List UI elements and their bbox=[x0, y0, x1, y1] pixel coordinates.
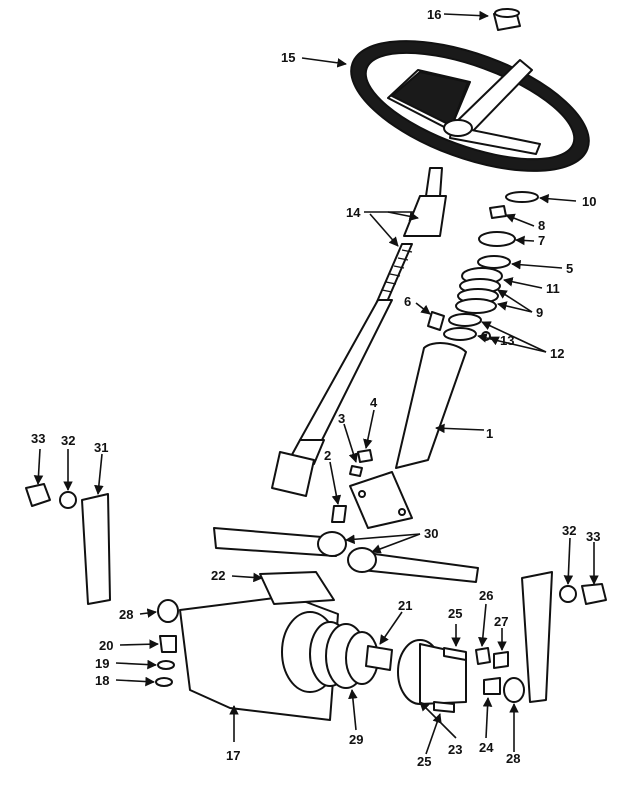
part-nut-column bbox=[357, 449, 373, 463]
part-side-cover bbox=[397, 639, 467, 705]
part-drop-arm-right bbox=[521, 571, 553, 703]
callout-16: 16 bbox=[427, 7, 441, 22]
part-bolt-column bbox=[349, 465, 363, 477]
callout-14: 14 bbox=[346, 205, 361, 220]
part-nut-small bbox=[489, 205, 507, 219]
callout-8: 8 bbox=[538, 218, 545, 233]
part-bolt-housing bbox=[159, 635, 177, 653]
part-washer-left bbox=[59, 491, 77, 509]
callout-18: 18 bbox=[95, 673, 109, 688]
callout-26: 26 bbox=[479, 588, 493, 603]
part-drop-arm-left bbox=[81, 493, 111, 605]
callout-21: 21 bbox=[398, 598, 412, 613]
part-stud-upper bbox=[443, 647, 467, 661]
callout-2: 2 bbox=[324, 448, 331, 463]
callout-28-left: 28 bbox=[119, 607, 133, 622]
callout-11: 11 bbox=[546, 281, 560, 296]
callout-25-lower: 25 bbox=[417, 754, 431, 769]
part-steering-wheel bbox=[350, 40, 590, 172]
callout-31: 31 bbox=[94, 440, 108, 455]
callout-33-right: 33 bbox=[586, 529, 600, 544]
part-cap bbox=[493, 8, 521, 31]
part-bearing-race bbox=[477, 255, 511, 269]
part-steering-column bbox=[349, 342, 467, 529]
callout-22: 22 bbox=[211, 568, 225, 583]
callout-4: 4 bbox=[370, 395, 378, 410]
part-bush bbox=[483, 677, 501, 695]
callout-32-right: 32 bbox=[562, 523, 576, 538]
part-pin bbox=[331, 505, 347, 523]
part-bushing-right bbox=[503, 677, 525, 703]
part-shaft-end bbox=[365, 645, 393, 671]
callout-33-left: 33 bbox=[31, 431, 45, 446]
part-bushing-lower bbox=[443, 327, 477, 341]
part-worm-gear bbox=[309, 621, 379, 689]
part-bushing-upper bbox=[448, 313, 482, 327]
callout-9: 9 bbox=[536, 305, 543, 320]
part-nut-cover-a bbox=[475, 647, 491, 665]
callout-1: 1 bbox=[486, 426, 493, 441]
callout-27: 27 bbox=[494, 614, 508, 629]
callout-10: 10 bbox=[582, 194, 596, 209]
callout-29: 29 bbox=[349, 732, 363, 747]
callout-19: 19 bbox=[95, 656, 109, 671]
part-nut-cover-b bbox=[493, 651, 509, 669]
callout-15: 15 bbox=[281, 50, 295, 65]
leader-lines bbox=[33, 10, 599, 755]
callout-labels: 16 15 10 8 7 5 11 9 6 13 12 14 1 3 4 2 3… bbox=[31, 7, 600, 769]
part-washer bbox=[505, 191, 539, 203]
part-cross-shafts bbox=[213, 527, 479, 583]
callout-6: 6 bbox=[404, 294, 411, 309]
callout-30: 30 bbox=[424, 526, 438, 541]
callout-23: 23 bbox=[448, 742, 462, 757]
part-steering-shaft bbox=[271, 167, 447, 497]
callout-28-right: 28 bbox=[506, 751, 520, 766]
part-spring bbox=[427, 311, 445, 331]
part-washer-right bbox=[559, 585, 577, 603]
part-nut-right bbox=[581, 583, 607, 605]
callout-25-upper: 25 bbox=[448, 606, 462, 621]
part-nut-left bbox=[25, 483, 51, 507]
callout-13: 13 bbox=[500, 333, 514, 348]
callout-12: 12 bbox=[550, 346, 564, 361]
part-spring-stack bbox=[455, 278, 501, 314]
callout-24: 24 bbox=[479, 740, 494, 755]
callout-17: 17 bbox=[226, 748, 240, 763]
part-bearing-cup bbox=[478, 231, 516, 247]
callout-32-left: 32 bbox=[61, 433, 75, 448]
part-washer-housing bbox=[157, 660, 175, 670]
part-nut-housing bbox=[155, 677, 173, 687]
part-stud-lower bbox=[433, 701, 455, 713]
callout-20: 20 bbox=[99, 638, 113, 653]
callout-5: 5 bbox=[566, 261, 573, 276]
callout-7: 7 bbox=[538, 233, 545, 248]
callout-3: 3 bbox=[338, 411, 345, 426]
part-bushing-left bbox=[157, 599, 179, 623]
